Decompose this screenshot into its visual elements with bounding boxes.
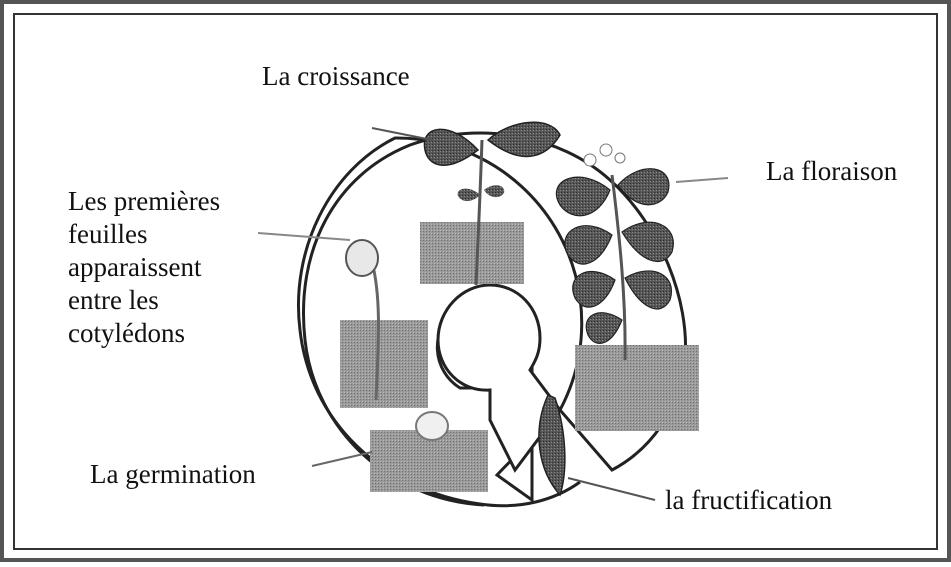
label-flowering: La floraison	[766, 155, 897, 188]
label-first-leaves-line-2: feuilles	[68, 218, 220, 251]
label-germination: La germination	[90, 458, 256, 491]
soil-block-growth	[420, 222, 524, 284]
label-first-leaves-line-4: entre les	[68, 284, 220, 317]
seed-cotyledon	[346, 240, 378, 276]
flower-3	[615, 153, 625, 163]
label-first-leaves-line-1: Les premières	[68, 185, 220, 218]
label-fruiting: la fructification	[665, 484, 832, 517]
soil-block-leaves	[340, 320, 428, 408]
germinating-seed	[416, 412, 448, 440]
soil-block-flowering	[575, 345, 699, 431]
flower-2	[600, 144, 612, 156]
label-first-leaves-line-3: apparaissent	[68, 251, 220, 284]
label-growth: La croissance	[262, 60, 410, 93]
label-first-leaves: Les premières feuilles apparaissent entr…	[68, 185, 220, 350]
label-first-leaves-line-5: cotylédons	[68, 317, 220, 350]
flower-1	[584, 154, 596, 166]
